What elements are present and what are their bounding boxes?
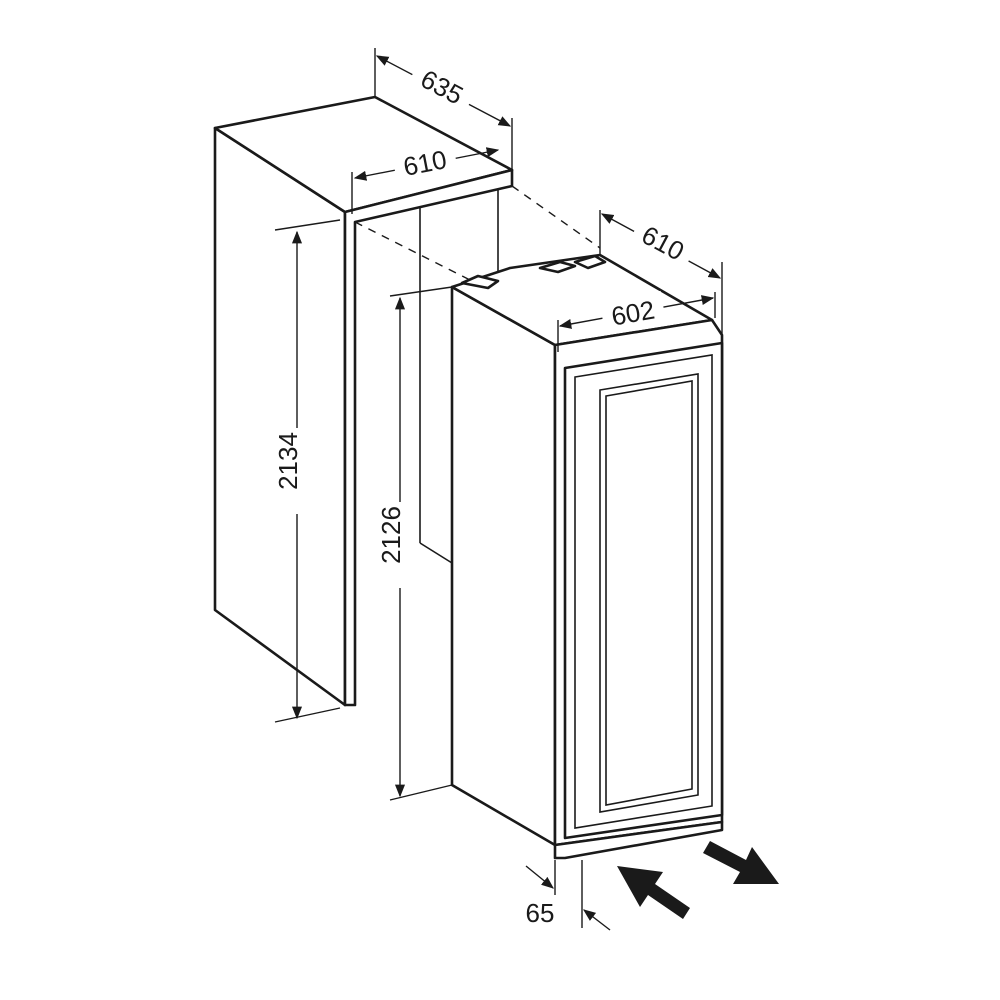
wine-cabinet-appliance xyxy=(450,253,724,860)
mounting-bracket xyxy=(460,274,500,290)
appliance-side xyxy=(450,285,557,847)
door-inner-frame xyxy=(574,354,713,829)
label-appliance-height: 2126 xyxy=(376,506,406,564)
airflow-exhaust-arrow xyxy=(703,841,779,884)
appliance-plinth xyxy=(553,820,724,860)
alignment-line xyxy=(511,185,601,249)
alignment-line xyxy=(354,221,471,281)
niche-inner-floor-edge xyxy=(419,542,453,564)
label-plinth-offset: 65 xyxy=(526,898,555,928)
dim-niche-height: 2134 xyxy=(273,219,341,723)
airflow-intake-arrow xyxy=(617,866,690,919)
appliance-door xyxy=(563,341,724,840)
dim-appliance-width: 602 xyxy=(557,290,716,352)
mounting-bracket xyxy=(538,260,577,274)
door-glass-panel xyxy=(599,373,699,813)
label-niche-height: 2134 xyxy=(273,432,303,490)
dim-appliance-height: 2126 xyxy=(376,286,453,801)
door-glass-inner xyxy=(605,380,693,806)
dim-plinth-offset: 65 xyxy=(526,860,611,931)
dim-niche-width: 610 xyxy=(351,140,500,214)
label-appliance-width: 602 xyxy=(609,294,657,331)
niche-side-panel xyxy=(213,126,347,707)
